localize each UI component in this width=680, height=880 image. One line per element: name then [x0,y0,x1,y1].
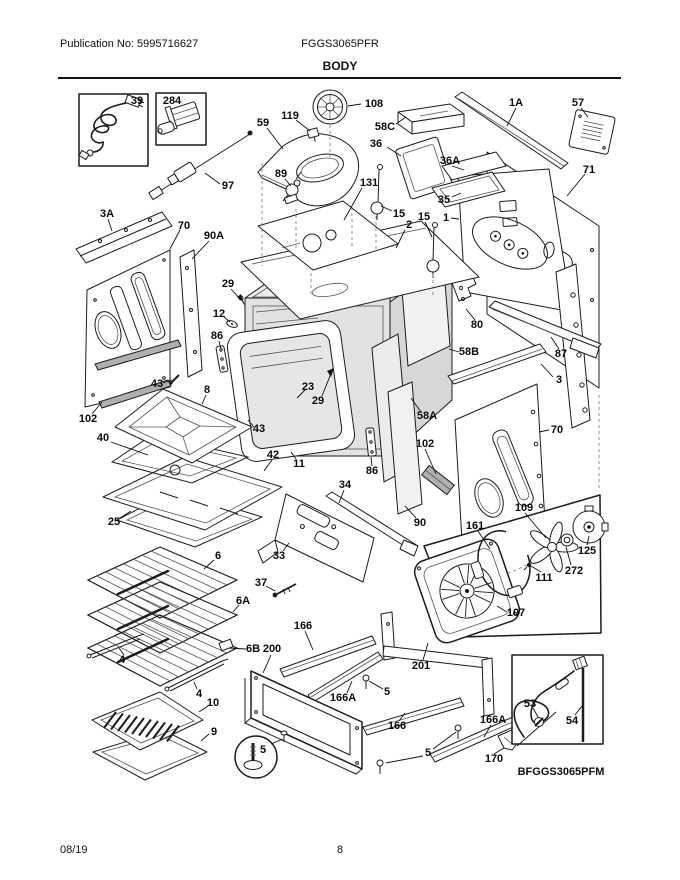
footer-date: 08/19 [60,844,88,856]
part-89-igniter-assy [282,171,302,205]
part-9-broiler-pan [92,729,208,781]
part-42-lower-panel [102,456,283,531]
part-284-spark-module [157,101,201,135]
part-102-strip-right [420,464,456,496]
part-54-ground-rod [572,655,588,742]
part-5-screws [362,674,462,774]
part-161-fan-bracket [470,530,531,599]
part-36-insulation-wrap [395,136,453,200]
part-15-igniter-right [426,222,440,278]
assembly-alignment-lines [261,125,600,488]
leg-leveler-detail [234,735,278,779]
part-125-fan-motor [572,505,609,544]
part-37-screw [272,583,297,598]
part-6-oven-rack [86,546,239,619]
power-cord-inset [78,93,149,167]
part-166-rail-bottom [362,697,465,736]
part-4-rack-slide-left [86,633,145,659]
part-86-strip-front [365,427,377,457]
part-15-igniter-left [370,164,384,220]
part-166-rail-top [279,635,377,678]
diagram-model-label: BFGGS3065PFM [517,766,605,778]
part-111-screw [523,562,532,571]
header-rule [58,77,621,79]
part-107-fan-cover [413,538,521,644]
part-272-nut [560,533,574,547]
part-90-insulation [387,381,423,515]
part-3a-bracket [75,211,173,264]
part-3-top-bracket [447,343,547,385]
part-90a-insulation-strip [179,249,203,378]
page-title: BODY [322,59,358,73]
part-11-door-frame [226,320,356,462]
part-86-strip-left [215,345,229,373]
part-12-clip [226,320,238,328]
part-53-wire-clip [513,670,575,747]
part-4-rack-slide-right [164,658,229,692]
part-6a-oven-rack [86,581,239,654]
part-97-sensor-probe [148,130,253,201]
part-58c-insulation-block [397,103,465,135]
part-200-front-frame [244,670,363,775]
part-87-rear-rail [488,300,602,359]
igniter-switch-inset [155,92,207,146]
part-33-rear-panel [257,493,375,583]
part-34-rear-duct [325,491,419,557]
footer-page-number: 8 [336,844,344,856]
model-number: FGGS3065PFR [301,38,379,50]
part-36a-seal [441,151,507,181]
callout-leader-lines [91,103,590,764]
part-10-broiler-insert [91,691,204,751]
wire-kit-inset [511,654,604,747]
part-108-blower-wheel [312,89,348,125]
part-8-oven-bottom [114,388,253,464]
part-35-pad [431,171,506,208]
part-119-clip [306,127,320,142]
part-57-vent-cover [568,109,616,155]
part-59-blower-housing [257,133,360,207]
part-102-trim-strips-left [94,339,182,409]
part-39-power-cord [78,94,145,161]
publication-number: Publication No: 5995716627 [60,38,199,50]
convection-fan-inset [413,494,609,644]
part-109-fan-blade [530,521,579,573]
part-43-pin-left [169,374,180,385]
part-201-rear-frame [380,611,495,717]
part-1a-top-rail [454,91,569,170]
